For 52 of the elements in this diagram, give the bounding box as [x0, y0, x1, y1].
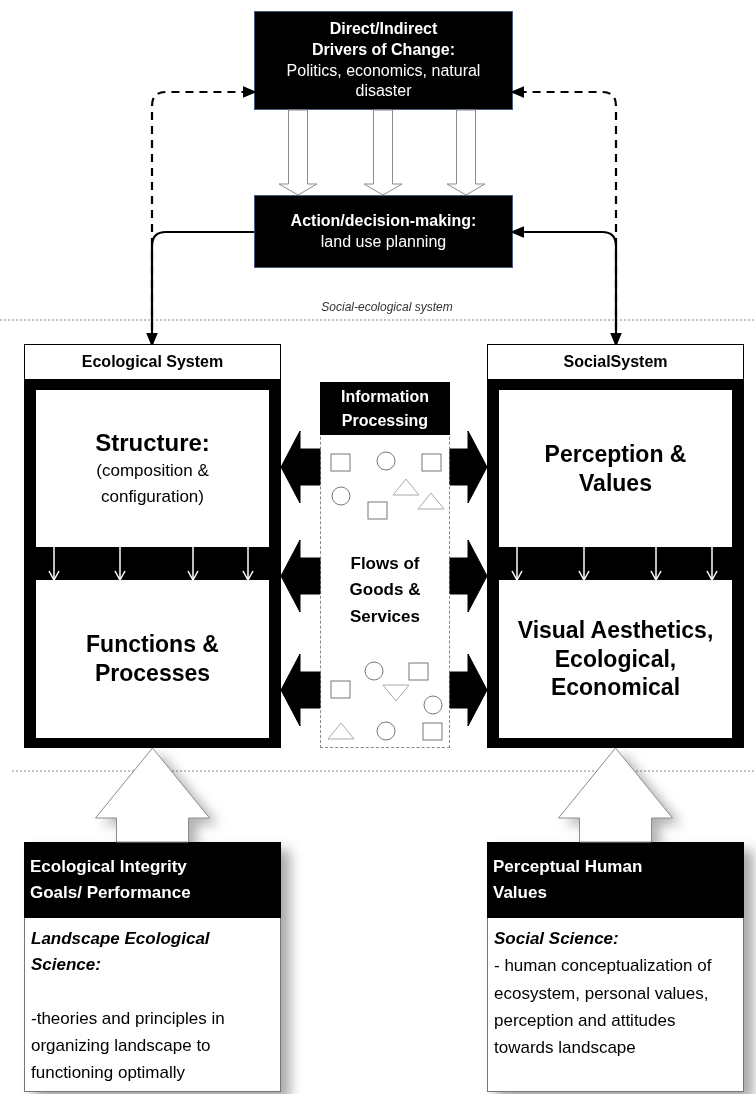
arrow — [114, 546, 126, 581]
block-arrow — [449, 653, 488, 727]
box-subheading: Landscape Ecological Science: — [30, 928, 211, 977]
hollow-block-arrow — [363, 109, 403, 196]
system-panel — [24, 344, 281, 748]
box-heading: Structure: — [95, 428, 210, 458]
content-box — [36, 390, 269, 547]
arrow — [511, 546, 523, 581]
box-heading: Perception & Values — [543, 439, 688, 498]
block-arrow — [280, 539, 321, 613]
box-text: -theories and principles in organizing landscape to functioning optimally — [30, 1007, 226, 1085]
block-arrow — [449, 430, 488, 504]
arrow — [242, 546, 254, 581]
hollow-block-arrow — [558, 747, 673, 843]
arrow — [511, 226, 622, 346]
arrow — [146, 230, 254, 346]
source-box — [24, 842, 281, 1092]
box-subheading: Social Science: — [493, 928, 620, 950]
hollow-block-arrow — [95, 747, 210, 843]
block-arrow — [280, 430, 321, 504]
arrow — [706, 546, 718, 581]
hollow-block-arrow — [446, 109, 486, 196]
panel-title: SocialSystem — [487, 344, 744, 380]
arrow — [187, 546, 199, 581]
content-box — [36, 580, 269, 738]
box-header: Perceptual Human Values — [487, 842, 744, 918]
box-header: Ecological Integrity Goals/ Performance — [24, 842, 281, 918]
flow-column — [320, 382, 450, 748]
box-heading: Functions & Processes — [85, 630, 220, 688]
hollow-block-arrow — [278, 109, 318, 196]
system-panel — [487, 344, 744, 748]
box-text: (composition & configuration) — [95, 460, 210, 508]
box-text: land use planning — [320, 231, 447, 252]
block-arrow — [449, 539, 488, 613]
source-box — [487, 842, 744, 1092]
panel-title: Ecological System — [24, 344, 281, 380]
process-box — [254, 195, 513, 268]
arrow — [48, 546, 60, 581]
arrow — [650, 546, 662, 581]
content-box — [499, 390, 732, 547]
column-text: Flows of Goods & Services — [348, 553, 422, 628]
box-heading: Action/decision-making: — [290, 210, 477, 231]
box-text: - human conceptualization of ecosystem, personal values, perception and attitudes towards landscape — [493, 955, 713, 1059]
content-box — [499, 580, 732, 738]
column-header: Information Processing — [320, 382, 450, 435]
system-label: Social-ecological system — [320, 300, 454, 314]
box-heading: Direct/Indirect Drivers of Change: — [310, 18, 457, 60]
box-text: Politics, economics, natural disaster — [285, 60, 482, 102]
box-heading: Visual Aesthetics, Ecological, Economical — [516, 615, 715, 703]
block-arrow — [280, 653, 321, 727]
arrow — [578, 546, 590, 581]
process-box — [254, 11, 513, 110]
